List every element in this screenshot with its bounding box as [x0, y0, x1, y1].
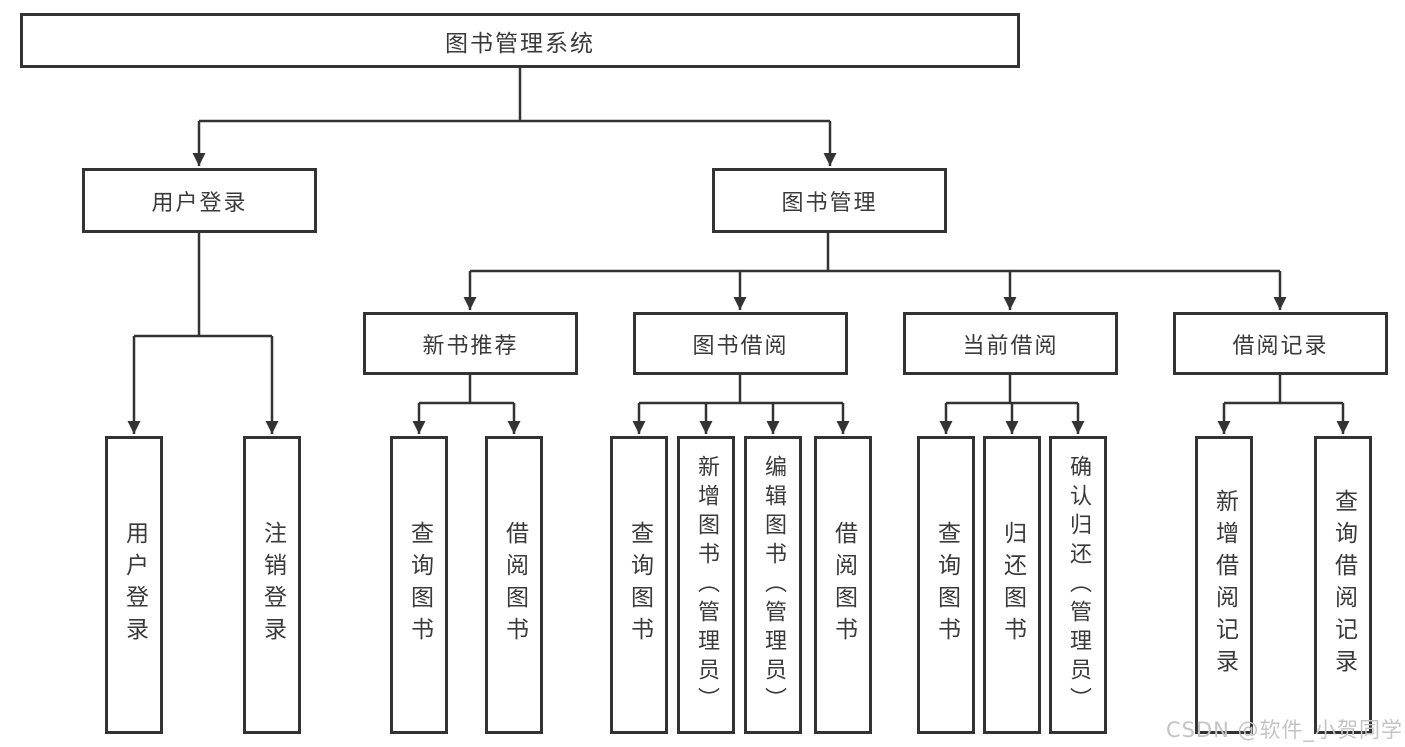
node-label: 确认归还（管理员） — [1066, 454, 1091, 716]
node-label: 用户登录 — [121, 521, 148, 649]
node-label: 图书借阅 — [692, 333, 789, 359]
node-label: 归还图书 — [999, 521, 1026, 649]
node-label: 查询图书 — [933, 521, 960, 649]
node-book-borrow: 图书借阅 — [633, 312, 848, 375]
leaf-br-add-record: 新增借阅记录 — [1195, 436, 1253, 734]
leaf-cb-confirm-return-admin: 确认归还（管理员） — [1049, 436, 1107, 734]
node-label: 查询图书 — [626, 521, 653, 649]
node-label: 查询借阅记录 — [1330, 489, 1357, 681]
node-user-login: 用户登录 — [82, 168, 317, 233]
node-root-system: 图书管理系统 — [20, 13, 1020, 68]
node-label: 查询图书 — [406, 521, 433, 649]
node-label: 借阅图书 — [830, 521, 857, 649]
node-label: 用户登录 — [151, 190, 248, 216]
leaf-bb-add-books-admin: 新增图书（管理员） — [677, 436, 735, 734]
node-label: 借阅记录 — [1232, 333, 1329, 359]
leaf-cb-query-books: 查询图书 — [917, 436, 975, 734]
leaf-bb-query-books: 查询图书 — [610, 436, 668, 734]
leaf-bb-borrow-books: 借阅图书 — [814, 436, 872, 734]
node-current-borrow: 当前借阅 — [903, 312, 1118, 375]
leaf-nb-borrow-books: 借阅图书 — [485, 436, 543, 734]
node-new-book-recommend: 新书推荐 — [363, 312, 578, 375]
leaf-br-query-record: 查询借阅记录 — [1314, 436, 1372, 734]
leaf-cb-return-books: 归还图书 — [983, 436, 1041, 734]
node-label: 新增借阅记录 — [1211, 489, 1238, 681]
node-borrow-records: 借阅记录 — [1173, 312, 1388, 375]
node-label: 编辑图书（管理员） — [761, 454, 786, 716]
node-label: 当前借阅 — [962, 333, 1059, 359]
node-book-management: 图书管理 — [712, 168, 947, 233]
node-label: 新增图书（管理员） — [694, 454, 719, 716]
leaf-nb-query-books: 查询图书 — [390, 436, 448, 734]
leaf-bb-edit-books-admin: 编辑图书（管理员） — [744, 436, 802, 734]
node-label: 注销登录 — [259, 521, 286, 649]
leaf-logout: 注销登录 — [243, 436, 301, 734]
node-label: 新书推荐 — [422, 333, 519, 359]
leaf-user-login: 用户登录 — [105, 436, 163, 734]
node-label: 图书管理系统 — [445, 30, 595, 57]
node-label: 图书管理 — [781, 190, 878, 216]
connector-trunks — [134, 68, 1343, 405]
node-label: 借阅图书 — [501, 521, 528, 649]
csdn-watermark: CSDN @软件_小贺同学 — [1165, 718, 1403, 742]
